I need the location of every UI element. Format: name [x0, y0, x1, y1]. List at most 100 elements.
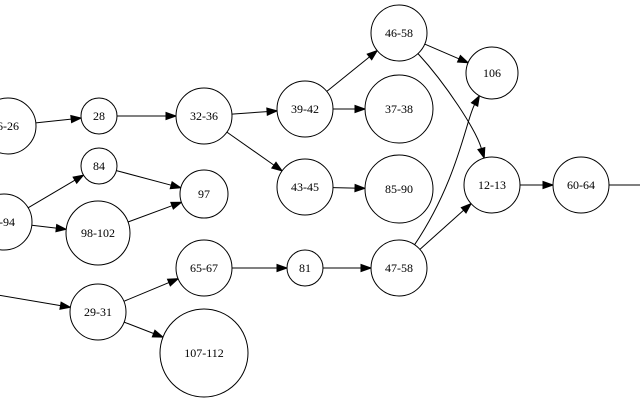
edge-n_6_26-to-n_28 [35, 118, 72, 124]
edge-n_98_102-to-n_97 [127, 205, 173, 223]
node-outer-ring [465, 46, 519, 100]
node-label: 28 [93, 109, 105, 123]
node-n_46_58: 46-58 [370, 4, 428, 62]
node-circle [286, 249, 324, 287]
node-label: 97 [198, 187, 210, 201]
node-n_107_112: 107-112 [159, 308, 249, 398]
node-outer-ring [364, 74, 434, 144]
node-n_32_36: 32-36 [175, 87, 233, 145]
node-circle [276, 158, 334, 216]
edge-n_29_31-to-n_107_112 [123, 321, 154, 334]
edge-offscreen_left-to-n_29_31 [0, 294, 61, 307]
node-n_81: 81 [286, 249, 324, 287]
node-label: 84 [93, 159, 105, 173]
node-circle [80, 97, 118, 135]
edge-n_43_45-to-n_85_90 [332, 187, 356, 189]
node-n_47_58: 47-58 [370, 239, 428, 297]
arrowhead-n_39_42-to-n_37_38 [354, 104, 367, 114]
node-outer-ring [179, 169, 229, 219]
node-circle [80, 147, 118, 185]
node-circle [370, 4, 428, 62]
node-label: 6-26 [0, 119, 19, 133]
node-n_37_38: 37-38 [364, 74, 434, 144]
arrowhead-n_81-to-n_47_58 [360, 263, 373, 273]
node-label: 12-13 [478, 178, 506, 192]
arrowhead-n_28-to-n_32_36 [165, 111, 178, 121]
arrowhead-n_39_42-to-n_46_58 [366, 49, 379, 61]
arrowhead-n_84-to-n_97 [169, 180, 183, 190]
node-n_106: 106 [465, 46, 519, 100]
node-n_98_102: 98-102 [65, 200, 131, 266]
node-label: 106 [483, 66, 501, 80]
arrowhead-n_32_36-to-n_43_45 [270, 161, 284, 172]
node-circle [0, 97, 37, 155]
node-circle [370, 239, 428, 297]
node-circle [0, 193, 33, 251]
arrowhead-n_29_31-to-n_65_67 [166, 278, 180, 287]
arrowhead-n_6_26-to-n_28 [70, 114, 83, 124]
arrowhead-n_46_58-to-n_106 [456, 54, 470, 64]
node-outer-ring [159, 308, 249, 398]
arrowhead-n_65_67-to-n_81 [276, 263, 289, 273]
node-n_85_90: 85-90 [364, 154, 434, 224]
node-label: 98-102 [81, 226, 115, 240]
node-n_12_13: 12-13 [463, 156, 521, 214]
node-n_97: 97 [179, 169, 229, 219]
edge-n_29_31-to-n_65_67 [123, 282, 170, 302]
node-circle [276, 80, 334, 138]
arrowhead-n_98_102-to-n_97 [170, 201, 183, 210]
node-n_65_67: 65-67 [175, 239, 233, 297]
arrowhead-n_43_45-to-n_85_90 [354, 183, 367, 193]
arrowhead-n_47_58-to-n_12_13 [460, 202, 473, 214]
edge-n_47_58-to-n_106 [414, 104, 476, 245]
edge-n_91_94-to-n_84 [27, 179, 76, 209]
node-label: 60-64 [567, 178, 595, 192]
node-label: 46-58 [385, 26, 413, 40]
edge-n_46_58-to-n_106 [424, 43, 460, 60]
node-circle [65, 200, 131, 266]
arrowhead-n_91_94-to-n_84 [72, 174, 85, 185]
arrowhead-n_47_58-to-n_106 [470, 94, 481, 107]
arrowhead-n_46_58-to-n_12_13 [477, 146, 486, 160]
node-n_91_94: 1-94 [0, 193, 33, 251]
edge-layer [0, 43, 640, 338]
edge-n_32_36-to-n_39_42 [231, 111, 268, 115]
node-label: 1-94 [0, 215, 15, 229]
node-n_84: 84 [80, 147, 118, 185]
node-n_29_31: 29-31 [69, 283, 127, 341]
node-label: 37-38 [385, 102, 413, 116]
edge-n_39_42-to-n_46_58 [326, 56, 370, 92]
node-label: 81 [299, 261, 311, 275]
edge-n_46_58-to-n_12_13 [417, 53, 482, 149]
arrowhead-n_32_36-to-n_39_42 [266, 107, 279, 116]
node-label: 29-31 [84, 305, 112, 319]
node-n_60_64: 60-64 [552, 156, 610, 214]
node-n_39_42: 39-42 [276, 80, 334, 138]
node-label: 65-67 [190, 261, 218, 275]
node-circle [463, 156, 521, 214]
node-label: 107-112 [184, 346, 224, 360]
node-n_43_45: 43-45 [276, 158, 334, 216]
node-label: 39-42 [291, 102, 319, 116]
edge-n_91_94-to-n_98_102 [31, 224, 57, 229]
edge-n_84-to-n_97 [116, 170, 172, 186]
edge-n_47_58-to-n_12_13 [419, 209, 464, 250]
node-label: 43-45 [291, 180, 319, 194]
node-label: 85-90 [385, 182, 413, 196]
node-layer: 6-26 28 32-36 39-42 46-58 106 37-38 43-45 85-90 8… [0, 4, 610, 398]
arrowhead-n_29_31-to-n_107_112 [151, 329, 165, 338]
node-n_28: 28 [80, 97, 118, 135]
edge-n_32_36-to-n_43_45 [226, 131, 275, 166]
arrowhead-offscreen_left-to-n_29_31 [59, 301, 72, 310]
node-label: 47-58 [385, 261, 413, 275]
arrowhead-n_91_94-to-n_98_102 [55, 223, 68, 233]
node-circle [175, 239, 233, 297]
node-circle [69, 283, 127, 341]
arrowhead-n_12_13-to-n_60_64 [542, 180, 555, 190]
node-circle [552, 156, 610, 214]
node-n_6_26: 6-26 [0, 97, 37, 155]
node-circle [175, 87, 233, 145]
node-outer-ring [364, 154, 434, 224]
node-label: 32-36 [190, 109, 218, 123]
